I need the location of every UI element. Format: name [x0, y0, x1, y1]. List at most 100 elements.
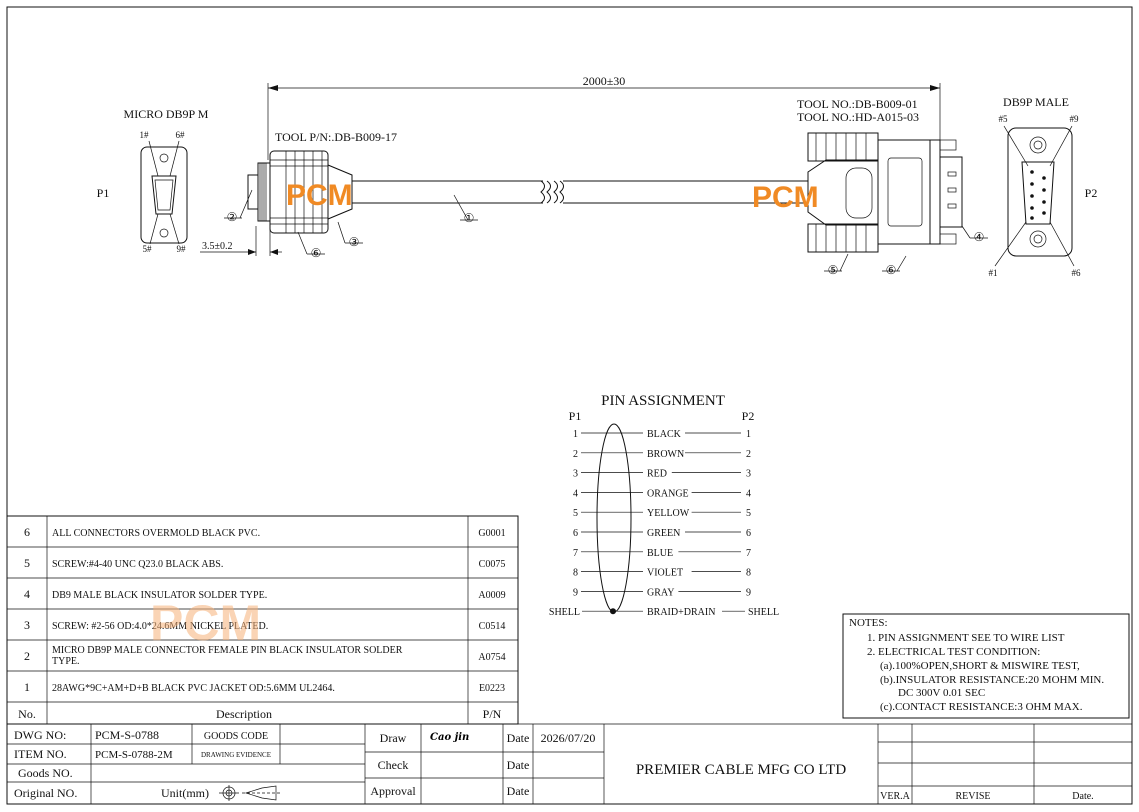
goods-no-label: Goods NO.	[18, 766, 73, 780]
callout-4: ④	[974, 230, 985, 244]
bom-item-pn: C0075	[479, 559, 506, 570]
bom-item-no: 4	[24, 587, 30, 601]
pin-p1-number: 6	[573, 528, 578, 539]
item-no-label: ITEM NO.	[14, 747, 67, 761]
pin-wire-color: ORANGE	[647, 488, 689, 499]
unit-label: Unit(mm)	[161, 786, 209, 800]
pcm-logo-left: PCM	[286, 179, 353, 212]
pcm-logo-right: PCM	[752, 181, 819, 214]
pin-row: 6 GREEN 6	[573, 528, 751, 539]
left-connector-side: TOOL P/N:.DB-B009-17 PCM 3.5±0.2	[200, 130, 397, 256]
date-value: 2026/07/20	[541, 731, 596, 745]
pin-assignment-title: PIN ASSIGNMENT	[601, 393, 725, 409]
pin-wire-color: VIOLET	[647, 568, 683, 579]
pcm-watermark: PCM	[150, 595, 261, 651]
right-connector-title: DB9P MALE	[1003, 95, 1069, 109]
pin-p2-number: 6	[746, 528, 751, 539]
pin-p2-number: 1	[746, 429, 751, 440]
callout-2: ②	[227, 210, 238, 224]
pin-r1-label: #1	[989, 268, 998, 278]
pin-p1-number: 4	[573, 488, 578, 499]
bom-item-desc: DB9 MALE BLACK INSULATOR SOLDER TYPE.	[52, 590, 267, 601]
pin-p1-number: 2	[573, 449, 578, 460]
notes-title: NOTES:	[849, 617, 888, 629]
pin-1-label: 1#	[140, 130, 150, 140]
pin-r6-label: #6	[1072, 268, 1082, 278]
pin-9-label: 9#	[177, 244, 187, 254]
pin-wire-color: BROWN	[647, 449, 684, 460]
pin-p1-number: 1	[573, 429, 578, 440]
bom-item-pn: E0223	[479, 683, 505, 694]
note-line-4: (b).INSULATOR RESISTANCE:20 MOHM MIN.	[880, 674, 1104, 686]
bom-item-pn: C0514	[479, 621, 506, 632]
pin-left-header: P1	[569, 409, 582, 423]
pin-p1-number: 9	[573, 587, 578, 598]
right-tool-label-1: TOOL NO.:DB-B009-01	[797, 97, 918, 111]
sheet-border	[6, 6, 1133, 805]
pin-p2-number: 8	[746, 568, 751, 579]
length-dim-label: 2000±30	[583, 74, 626, 88]
pin-wire-color: BLUE	[647, 548, 673, 559]
projection-symbol-icon	[219, 785, 280, 801]
pin-5-label: 5#	[143, 244, 153, 254]
callout-1: ①	[464, 211, 475, 225]
bom-item-desc: MICRO DB9P MALE CONNECTOR FEMALE PIN BLA…	[52, 645, 403, 667]
pin-p2-number: 3	[746, 469, 751, 480]
note-line-1: 1. PIN ASSIGNMENT SEE TO WIRE LIST	[867, 632, 1065, 644]
right-connector-side: TOOL NO.:DB-B009-01 TOOL NO.:HD-A015-03 …	[752, 97, 963, 253]
shell-junction-dot	[610, 608, 616, 615]
pin-row: 4 ORANGE 4	[573, 488, 751, 499]
company-name: PREMIER CABLE MFG CO LTD	[636, 762, 846, 778]
draw-label: Draw	[380, 731, 407, 745]
pin-p1-number: 3	[573, 469, 578, 480]
date-label-approval: Date	[507, 784, 530, 798]
pin-6-label: 6#	[176, 130, 186, 140]
bom-header-no: No.	[18, 707, 36, 721]
approval-label: Approval	[370, 784, 416, 798]
pin-p2-number: 9	[746, 587, 751, 598]
callout-5: ⑤	[828, 263, 839, 277]
pin-p2-number: 5	[746, 508, 751, 519]
rev-date-label: Date.	[1072, 791, 1093, 802]
note-line-3: (a).100%OPEN,SHORT & MISWIRE TEST,	[880, 660, 1080, 672]
bom-item-desc: ALL CONNECTORS OVERMOLD BLACK PVC.	[52, 528, 260, 539]
pin-r9-label: #9	[1070, 114, 1080, 124]
left-tool-label: TOOL P/N:.DB-B009-17	[275, 130, 397, 144]
bom-item-desc: 28AWG*9C+AM+D+B BLACK PVC JACKET OD:5.6M…	[52, 683, 335, 694]
bom-item-pn: G0001	[478, 528, 505, 539]
shell-p1-label: SHELL	[549, 607, 580, 618]
pin-wire-color: GREEN	[647, 528, 680, 539]
bom-item-no: 5	[24, 556, 30, 570]
pin-row-shell: SHELL BRAID+DRAIN SHELL	[549, 607, 779, 618]
bom-item-pn: A0754	[478, 652, 505, 663]
pin-p2-number: 4	[746, 488, 751, 499]
shell-p2-label: SHELL	[748, 607, 779, 618]
item-no-value: PCM-S-0788-2M	[95, 749, 173, 761]
callout-6-right: ⑥	[886, 263, 897, 277]
pin-right-header: P2	[742, 409, 755, 423]
goods-code-label: GOODS CODE	[204, 731, 268, 742]
callout-3: ③	[349, 235, 360, 249]
bom-header-pn: P/N	[483, 707, 502, 721]
callout-6-left: ⑥	[311, 246, 322, 260]
bom-item-desc: SCREW: #2-56 OD:4.0*24.6MM NICKEL PLATED…	[52, 621, 268, 632]
original-no-label: Original NO.	[14, 786, 77, 800]
p1-label: P1	[97, 186, 110, 200]
length-dimension: 2000±30	[267, 74, 941, 160]
check-label: Check	[378, 758, 409, 772]
callouts: ① ② ③ ④ ⑤ ⑥ ⑥	[224, 189, 988, 277]
shell-wire-label: BRAID+DRAIN	[647, 607, 715, 618]
dwg-no-label: DWG NO:	[14, 728, 66, 742]
title-block: DWG NO: PCM-S-0788 GOODS CODE ITEM NO. P…	[7, 723, 1132, 804]
